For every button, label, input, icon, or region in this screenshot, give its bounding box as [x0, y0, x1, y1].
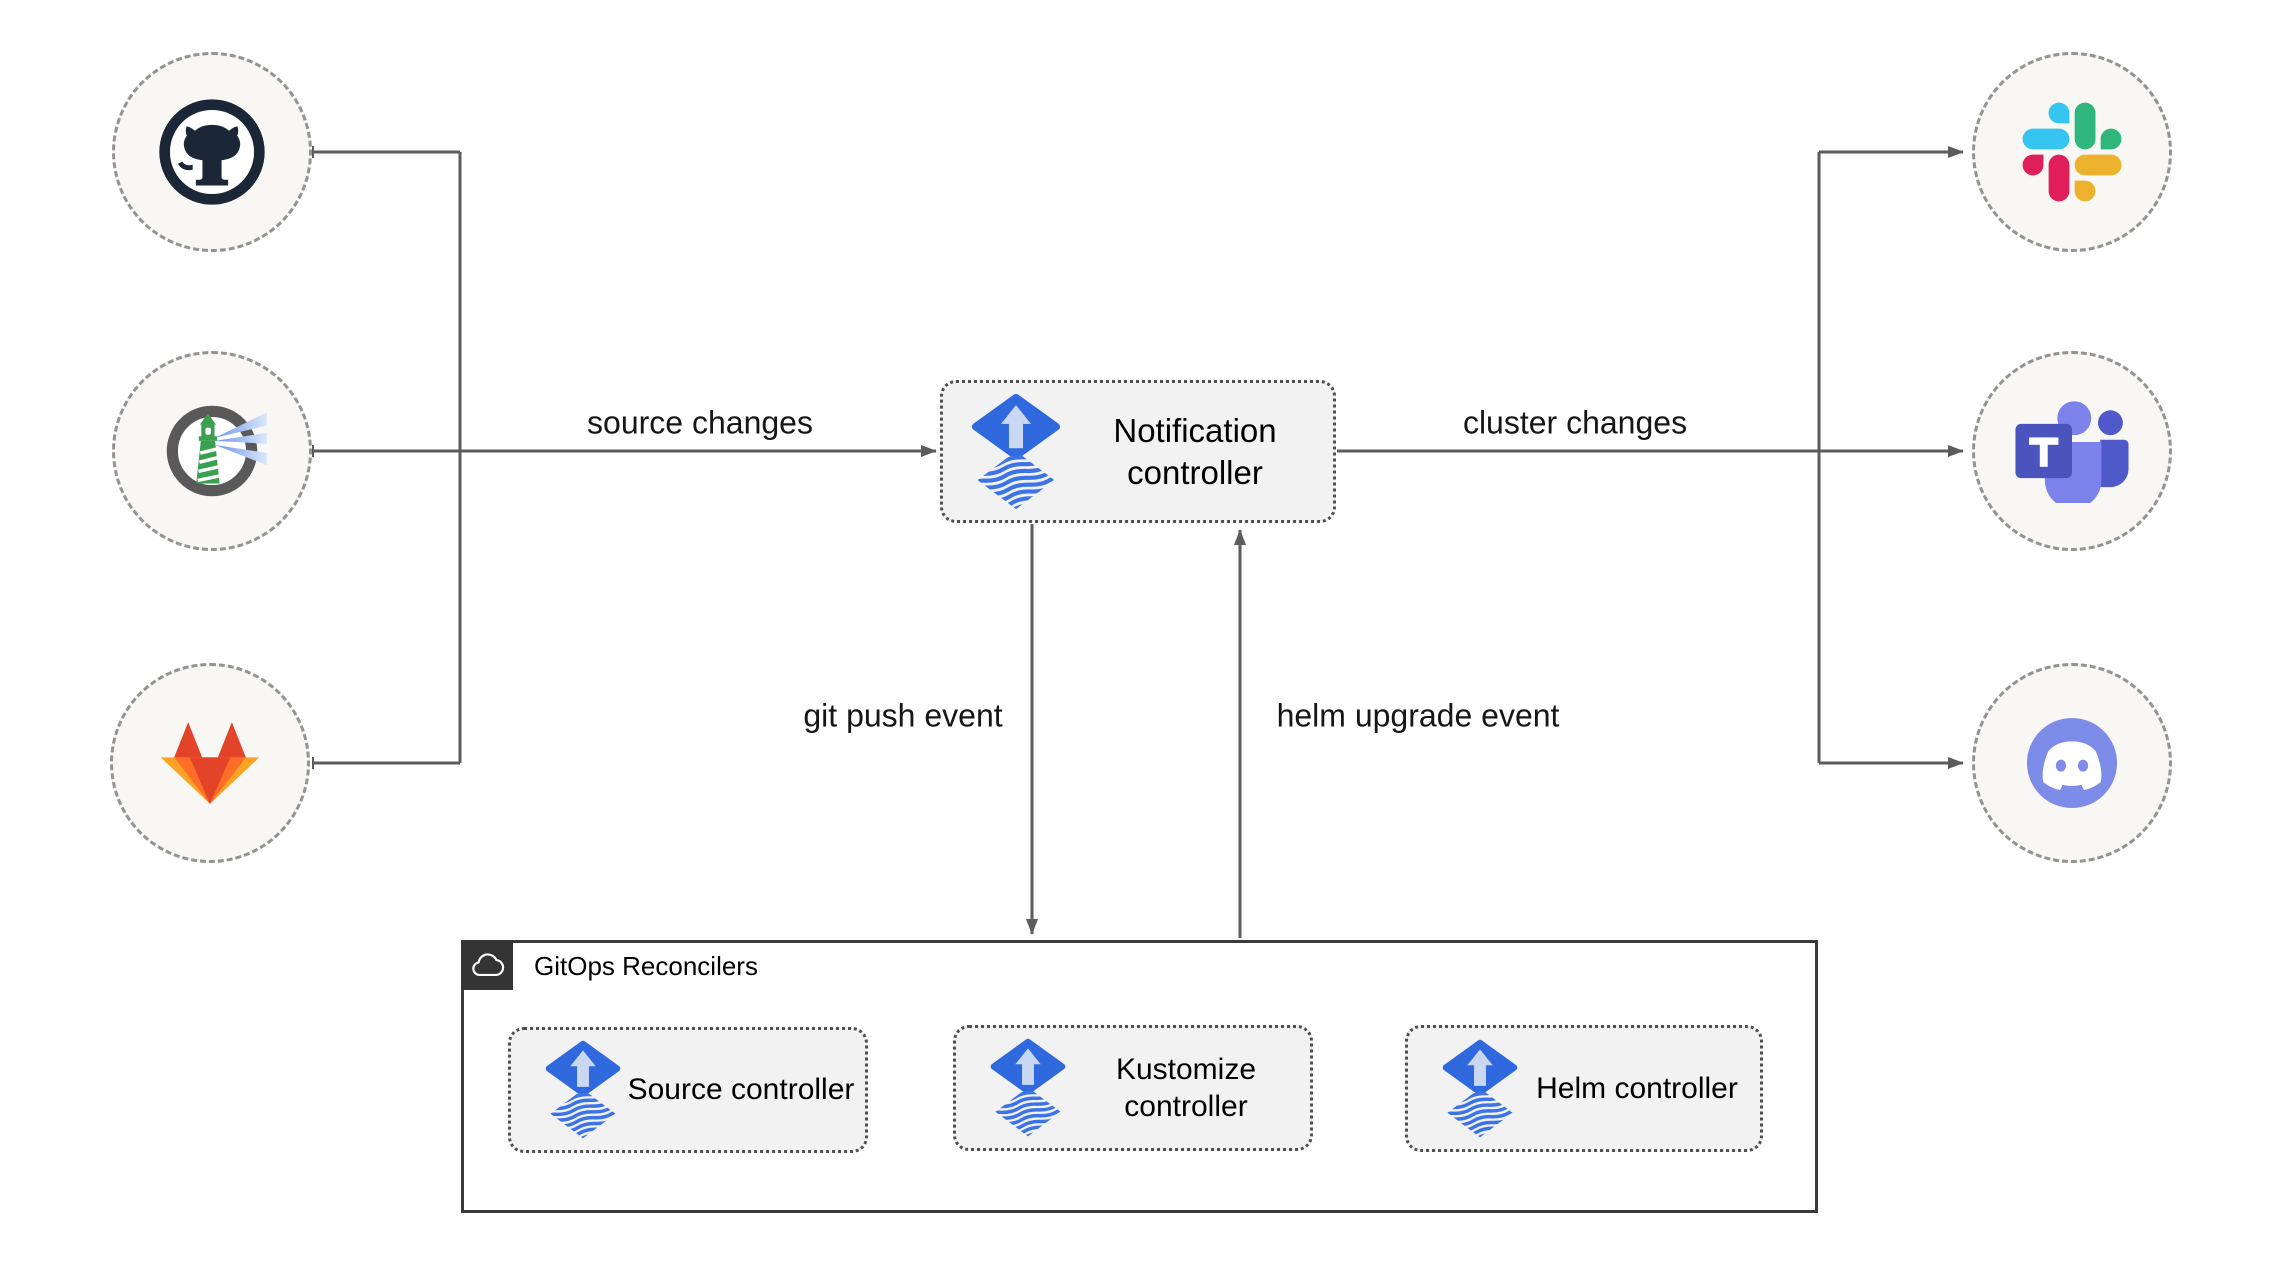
- notification-controller-node: Notification controller: [940, 380, 1336, 523]
- slack-node: [1972, 52, 2172, 252]
- teams-node: [1972, 351, 2172, 551]
- kustomize-controller-node: Kustomize controller: [953, 1025, 1313, 1151]
- cloud-icon: [469, 952, 505, 979]
- flux-icon: [969, 393, 1063, 511]
- gitlab-node: [110, 663, 310, 863]
- source-controller-label: Source controller: [627, 1073, 855, 1107]
- gitlab-icon: [154, 715, 266, 811]
- teams-icon: [2013, 399, 2131, 503]
- flux-icon: [543, 1040, 623, 1140]
- edge-label-git-push-event: git push event: [797, 697, 1009, 735]
- helm-controller-node: Helm controller: [1405, 1025, 1763, 1152]
- kustomize-controller-label: Kustomize controller: [1115, 1052, 1257, 1124]
- source-controller-node: Source controller: [508, 1027, 868, 1153]
- gitops-container-tab: [461, 940, 513, 990]
- flux-icon: [988, 1038, 1068, 1138]
- github-node: [112, 52, 312, 252]
- edge-label-helm-upgrade-event: helm upgrade event: [1270, 697, 1566, 735]
- github-icon: [154, 94, 270, 210]
- gitops-container-label: GitOps Reconcilers: [534, 951, 758, 981]
- discord-node: [1972, 663, 2172, 863]
- edge-label-cluster-changes: cluster changes: [1456, 404, 1694, 442]
- helm-controller-label: Helm controller: [1536, 1071, 1738, 1105]
- harbor-icon: [151, 390, 273, 512]
- edge-label-source-changes: source changes: [581, 404, 819, 442]
- discord-icon: [2019, 710, 2125, 816]
- slack-icon: [2022, 102, 2122, 202]
- harbor-node: [112, 351, 312, 551]
- flux-icon: [1440, 1039, 1520, 1139]
- notification-controller-label: Notification controller: [1113, 412, 1277, 491]
